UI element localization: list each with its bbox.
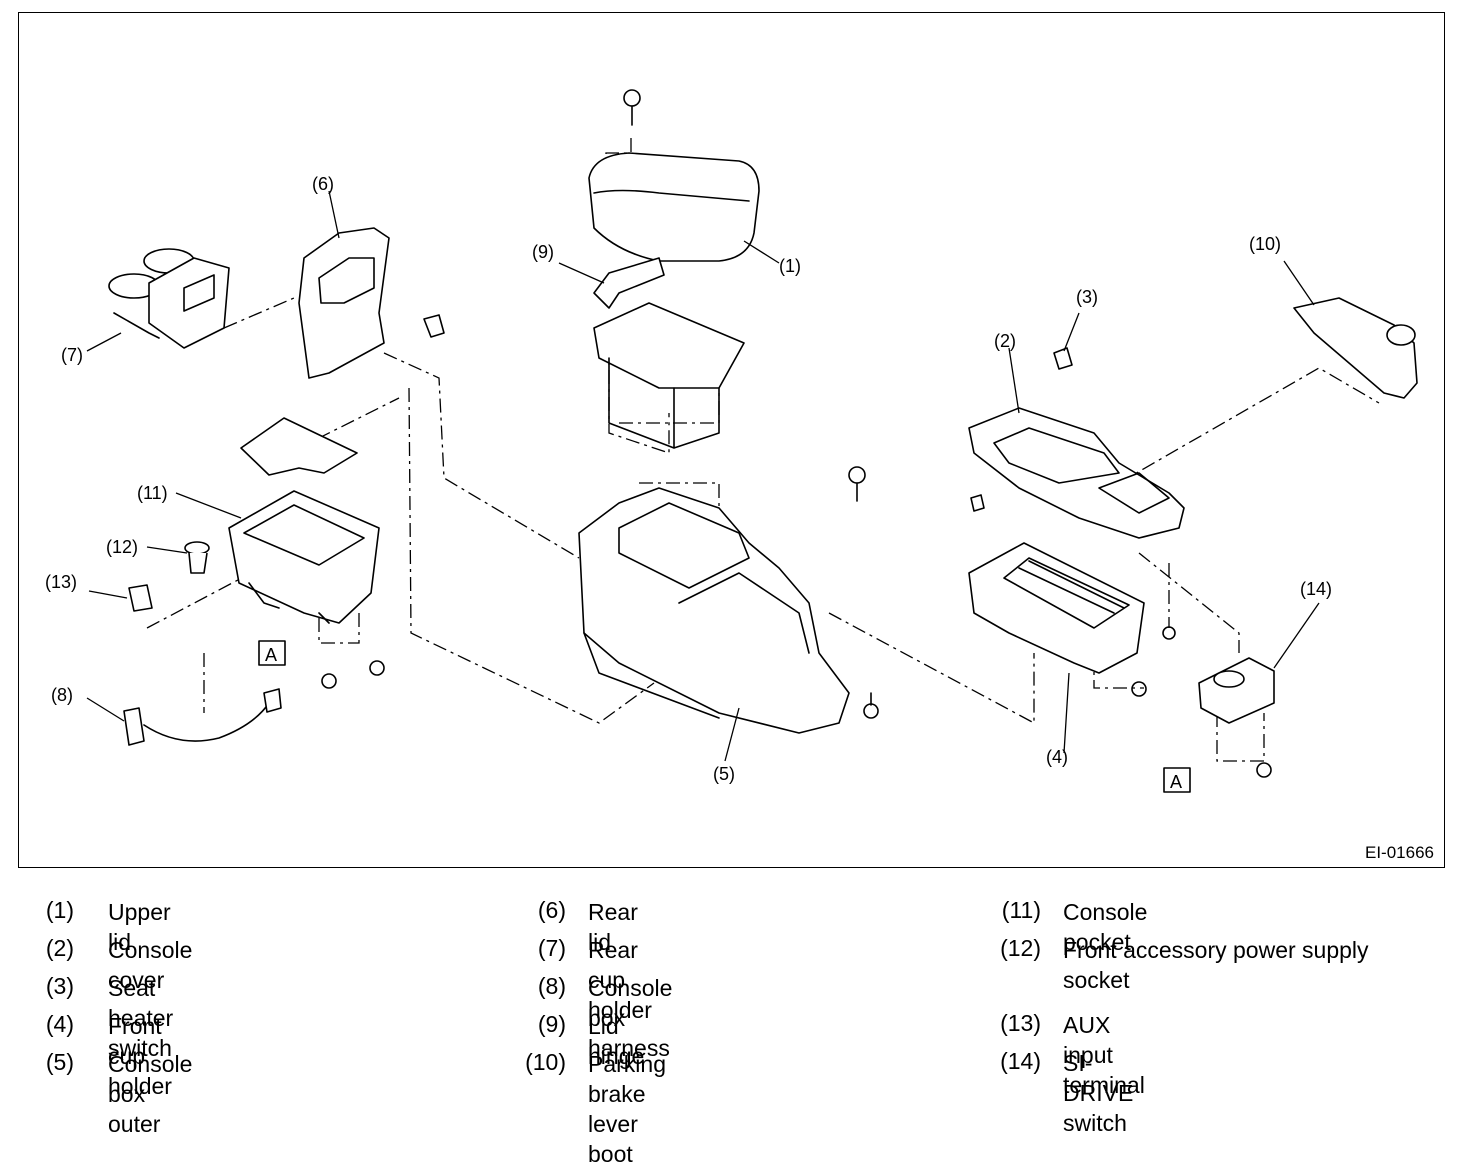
screw <box>848 466 879 719</box>
seat-heater-switch <box>1053 347 1073 370</box>
callout-6: (6) <box>312 174 334 194</box>
callouts: (1) (2) (3) (4) (5) (6) (7) (8) (9) (10)… <box>45 174 1332 792</box>
screw <box>1256 762 1272 778</box>
callout-3: (3) <box>1076 287 1098 307</box>
legend-item-number: (13) <box>1000 1010 1041 1036</box>
callout-1: (1) <box>779 256 801 276</box>
storage-bin <box>593 302 745 449</box>
legend-item-number: (3) <box>45 973 74 999</box>
legend-item-label: Console box outer <box>108 1051 193 1137</box>
leader-lines <box>86 190 1320 762</box>
callout-10: (10) <box>1249 234 1281 254</box>
legend-item-number: (8) <box>537 973 566 999</box>
callout-14: (14) <box>1300 579 1332 599</box>
legend-item-number: (6) <box>537 897 566 923</box>
callout-7: (7) <box>61 345 83 365</box>
console-pocket <box>228 417 385 689</box>
legend-item-label: Lid hinge <box>588 1013 645 1069</box>
callout-13: (13) <box>45 572 77 592</box>
legend-item-label: Rear lid <box>588 899 638 955</box>
legend-item-number: (9) <box>537 1011 566 1037</box>
callout-8: (8) <box>51 685 73 705</box>
legend-item-number: (1) <box>45 897 74 923</box>
legend-item-number: (2) <box>45 935 74 961</box>
legend-item-label: Upper lid <box>108 899 171 955</box>
screw <box>1131 681 1147 697</box>
diagram-drawing: (1) (2) (3) (4) (5) (6) (7) (8) (9) (10)… <box>45 89 1418 793</box>
legend-item-number: (10) <box>525 1049 566 1075</box>
reference-box-a <box>1163 767 1191 793</box>
callout-12: (12) <box>106 537 138 557</box>
legend-item-label: Front accessory power supply socket <box>1063 937 1369 993</box>
clip <box>1162 626 1176 640</box>
reference-box-a <box>258 640 286 666</box>
callout-2: (2) <box>994 331 1016 351</box>
legend-item-number: (4) <box>45 1011 74 1037</box>
power-socket <box>184 541 210 574</box>
lid-hinge <box>593 257 665 309</box>
rear-cup-holder <box>108 248 230 349</box>
screw <box>623 89 641 126</box>
aux-terminal <box>128 584 153 612</box>
legend-item-number: (7) <box>537 935 566 961</box>
legend-item-number: (11) <box>1001 897 1041 923</box>
exploded-diagram: (1) (2) (3) (4) (5) (6) (7) (8) (9) (10)… <box>18 12 1445 868</box>
ref-marker-a-right: A <box>1170 772 1182 792</box>
rear-lid <box>298 227 445 379</box>
legend-item-number: (12) <box>1000 935 1041 961</box>
ref-marker-a-left: A <box>265 645 277 665</box>
callout-4: (4) <box>1046 747 1068 767</box>
screw <box>321 660 385 689</box>
upper-lid <box>588 89 760 262</box>
front-cup-holder <box>968 542 1147 697</box>
legend-item-label: SI-DRIVE switch <box>1063 1050 1134 1136</box>
legend-item-number: (5) <box>45 1049 74 1075</box>
legend-item-label: Console cover <box>108 937 193 993</box>
console-cover <box>968 407 1185 640</box>
legend-item-label: Rear cup holder <box>588 937 652 1023</box>
parking-brake-lever-boot <box>1293 297 1418 399</box>
legend-item-label: Parking brake lever boot <box>588 1051 666 1167</box>
callout-9: (9) <box>532 242 554 262</box>
console-box-outer <box>578 487 850 734</box>
console-box-harness <box>123 640 286 746</box>
legend-item-label: Console box harness <box>588 975 673 1061</box>
callout-11: (11) <box>137 483 168 503</box>
figure-id: EI-01666 <box>1365 843 1434 862</box>
si-drive-switch <box>1163 657 1275 793</box>
legend-item-number: (14) <box>1000 1048 1041 1074</box>
callout-5: (5) <box>713 764 735 784</box>
legend-item-label: Seat heater switch <box>108 975 174 1061</box>
legend-item-label: Console pocket <box>1063 899 1148 955</box>
